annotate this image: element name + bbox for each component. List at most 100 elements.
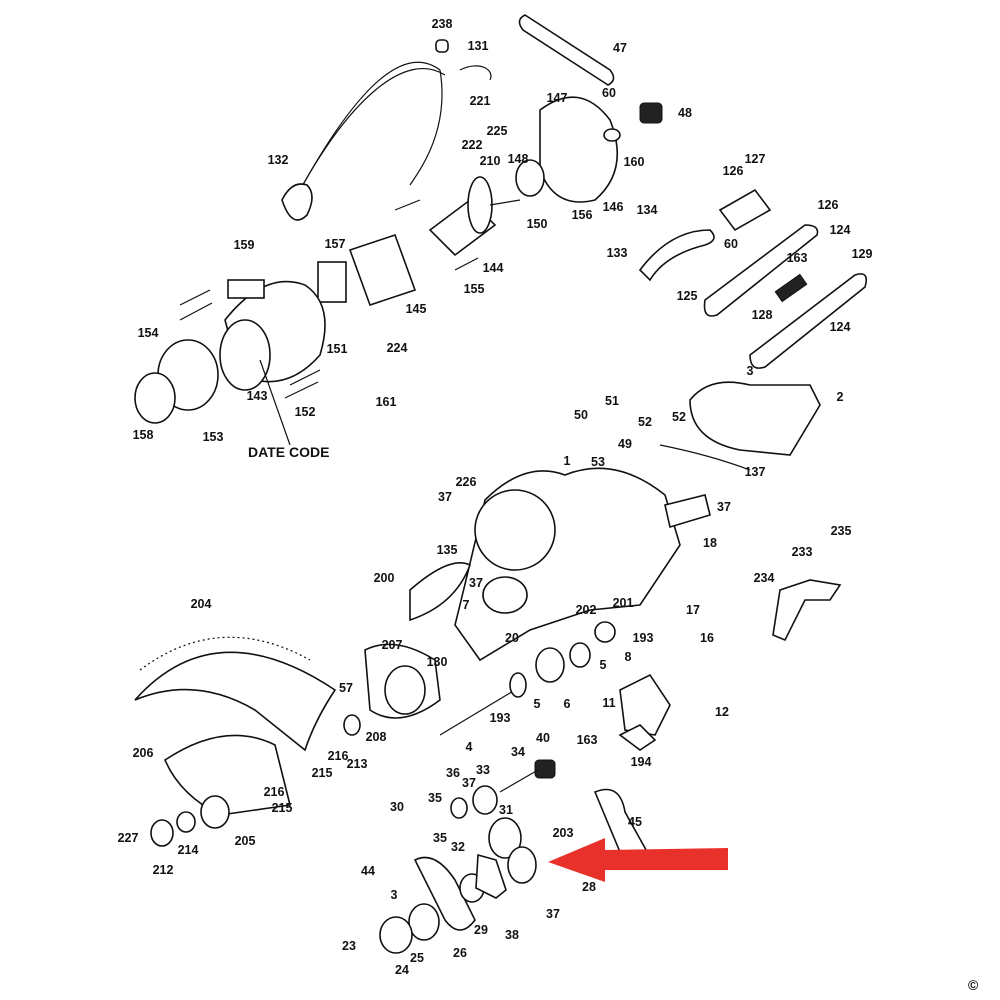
part-callout-label: 152 bbox=[295, 405, 316, 419]
part-callout-label: 213 bbox=[347, 757, 368, 771]
part-callout-label: 124 bbox=[830, 223, 851, 237]
part-callout-label: 205 bbox=[235, 834, 256, 848]
part-callout-label: 60 bbox=[724, 237, 738, 251]
part-158 bbox=[134, 372, 176, 424]
part-callout-label: 16 bbox=[700, 631, 714, 645]
part-callout-label: 161 bbox=[376, 395, 397, 409]
part-callout-label: 159 bbox=[234, 238, 255, 252]
part-callout-label: 11 bbox=[602, 696, 615, 710]
part-18 bbox=[664, 494, 711, 529]
part-callout-label: 202 bbox=[576, 603, 597, 617]
part-callout-label: 5 bbox=[534, 697, 541, 711]
part-callout-label: 3 bbox=[747, 364, 754, 378]
part-callout-label: 193 bbox=[633, 631, 654, 645]
part-callout-label: 157 bbox=[325, 237, 346, 251]
part-callout-label: 204 bbox=[191, 597, 212, 611]
part-callout-label: 37 bbox=[546, 907, 560, 921]
part-callout-label: 131 bbox=[468, 39, 489, 53]
part-callout-label: 60 bbox=[602, 86, 616, 100]
armature-144 bbox=[428, 176, 521, 257]
part-callout-label: 221 bbox=[470, 94, 491, 108]
part-callout-label: 129 bbox=[852, 247, 873, 261]
part-callout-label: 208 bbox=[366, 730, 387, 744]
part-callout-label: 137 bbox=[745, 465, 766, 479]
part-callout-label: 227 bbox=[118, 831, 139, 845]
part-callout-label: 203 bbox=[553, 826, 574, 840]
ring-213 bbox=[343, 714, 361, 736]
part-callout-label: 124 bbox=[830, 320, 851, 334]
part-callout-label: 160 bbox=[624, 155, 645, 169]
part-callout-label: 134 bbox=[637, 203, 658, 217]
part-200 bbox=[409, 561, 472, 622]
part-214 bbox=[176, 811, 196, 833]
part-callout-label: 52 bbox=[672, 410, 686, 424]
gear-housing-156 bbox=[539, 96, 618, 203]
part-callout-label: 146 bbox=[603, 200, 624, 214]
part-callout-label: 40 bbox=[536, 731, 550, 745]
part-callout-label: 133 bbox=[607, 246, 628, 260]
part-callout-label: 158 bbox=[133, 428, 154, 442]
part-callout-label: 37 bbox=[717, 500, 731, 514]
part-callout-label: 35 bbox=[428, 791, 442, 805]
lever-233 bbox=[772, 579, 842, 642]
gear-26 bbox=[408, 903, 440, 941]
part-238 bbox=[435, 39, 449, 53]
part-callout-label: 156 bbox=[572, 208, 593, 222]
part-callout-label: 31 bbox=[499, 803, 513, 817]
switch-127 bbox=[718, 188, 772, 232]
part-callout-label: 1 bbox=[564, 454, 571, 468]
part-callout-label: 235 bbox=[831, 524, 852, 538]
part-callout-label: 150 bbox=[527, 217, 548, 231]
highlight-arrow bbox=[548, 838, 728, 882]
washer-212 bbox=[150, 819, 174, 847]
part-callout-label: 233 bbox=[792, 545, 813, 559]
part-callout-label: 57 bbox=[339, 681, 353, 695]
brush-holder-157 bbox=[317, 261, 347, 303]
part-callout-label: 126 bbox=[818, 198, 839, 212]
belt-47 bbox=[518, 14, 615, 86]
part-callout-label: 24 bbox=[395, 963, 409, 977]
lower-guard-205 bbox=[164, 734, 291, 816]
part-callout-label: 45 bbox=[628, 815, 642, 829]
part-callout-label: 193 bbox=[490, 711, 511, 725]
part-callout-label: 38 bbox=[505, 928, 519, 942]
part-callout-label: 201 bbox=[613, 596, 634, 610]
part-callout-label: 207 bbox=[382, 638, 403, 652]
part-callout-label: 37 bbox=[438, 490, 452, 504]
part-callout-label: 37 bbox=[462, 776, 476, 790]
power-cord bbox=[281, 61, 492, 221]
part-callout-label: 210 bbox=[480, 154, 501, 168]
gear-33 bbox=[472, 785, 498, 815]
plate-44 bbox=[413, 856, 476, 931]
gear-28 bbox=[507, 846, 537, 884]
part-callout-label: 125 bbox=[677, 289, 698, 303]
gear-31 bbox=[488, 817, 522, 859]
part-callout-label: 5 bbox=[600, 658, 607, 672]
part-callout-label: 8 bbox=[625, 650, 632, 664]
part-11 bbox=[619, 673, 671, 736]
part-callout-label: 194 bbox=[631, 755, 652, 769]
part-callout-label: 28 bbox=[582, 880, 596, 894]
part-callout-label: 35 bbox=[433, 831, 447, 845]
part-callout-label: 51 bbox=[605, 394, 619, 408]
part-callout-label: 147 bbox=[547, 91, 568, 105]
part-callout-label: 130 bbox=[427, 655, 448, 669]
part-callout-label: 225 bbox=[487, 124, 508, 138]
handle-133 bbox=[638, 229, 715, 282]
part-callout-label: 33 bbox=[476, 763, 490, 777]
part-callout-label: 163 bbox=[577, 733, 598, 747]
part-callout-label: 212 bbox=[153, 863, 174, 877]
part-callout-label: 50 bbox=[574, 408, 588, 422]
part-callout-label: 17 bbox=[686, 603, 700, 617]
part-callout-label: 49 bbox=[618, 437, 632, 451]
part-callout-label: 32 bbox=[451, 840, 465, 854]
part-callout-label: 7 bbox=[463, 598, 470, 612]
part-callout-label: 153 bbox=[203, 430, 224, 444]
part-callout-label: 238 bbox=[432, 17, 453, 31]
part-callout-label: 135 bbox=[437, 543, 458, 557]
part-callout-label: 154 bbox=[138, 326, 159, 340]
plate-38 bbox=[475, 853, 507, 899]
part-callout-label: 144 bbox=[483, 261, 504, 275]
